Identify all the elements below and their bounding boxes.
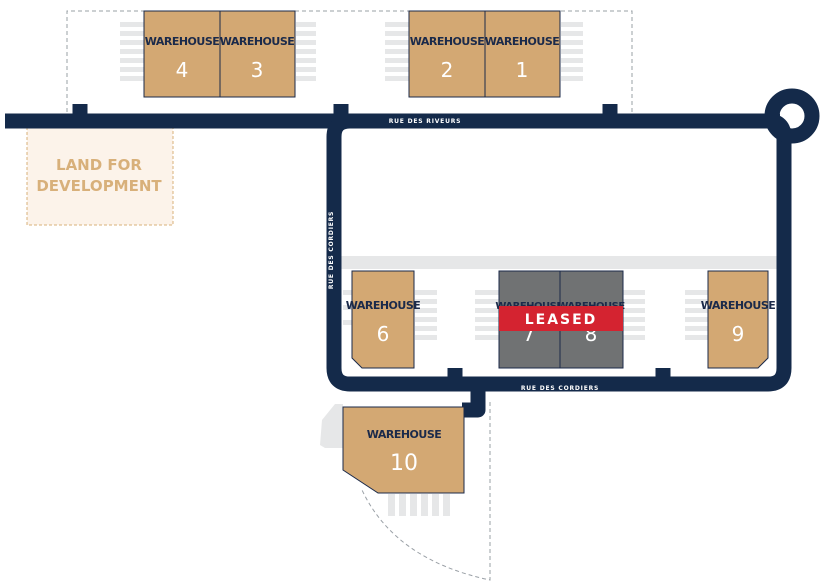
warehouse-10[interactable]: WAREHOUSE 10 [342, 406, 465, 494]
street-label-left: RUE DES CORDIERS [328, 211, 335, 289]
street-label-right: RUE DES CORDIERS [791, 211, 798, 289]
land-for-development[interactable]: LAND FOR DEVELOPMENT [26, 126, 174, 226]
road-cul-de-sac [764, 88, 820, 144]
parking-north-right [385, 22, 583, 81]
street-label-bottom: RUE DES CORDIERS [521, 385, 599, 392]
street-label-top: RUE DES RIVEURS [389, 118, 462, 125]
road-spur-10 [462, 384, 486, 418]
warehouse-1[interactable]: WAREHOUSE 1 [484, 10, 561, 98]
land-parcel [26, 126, 174, 226]
parking-north-left [120, 22, 316, 81]
warehouse-6[interactable]: WAREHOUSE 6 [346, 270, 421, 369]
warehouse-4-label: WAREHOUSE [145, 35, 220, 48]
warehouse-2-label: WAREHOUSE [410, 35, 485, 48]
warehouse-3-number: 3 [251, 58, 264, 82]
warehouse-6-number: 6 [377, 322, 390, 346]
leased-badge: LEASED [499, 306, 623, 331]
warehouse-4-number: 4 [176, 58, 189, 82]
leased-label: LEASED [525, 312, 598, 328]
warehouse-3[interactable]: WAREHOUSE 3 [219, 10, 296, 98]
north-lots-boundary [66, 10, 633, 112]
parking-lot-10 [320, 404, 450, 516]
warehouse-3-label: WAREHOUSE [220, 35, 295, 48]
parking-band-inner [340, 256, 784, 269]
warehouse-2[interactable]: WAREHOUSE 2 [408, 10, 486, 98]
warehouse-10-label: WAREHOUSE [367, 428, 442, 441]
warehouse-1-label: WAREHOUSE [485, 35, 560, 48]
parking-areas [120, 22, 784, 516]
warehouse-10-number: 10 [390, 451, 418, 476]
warehouse-4[interactable]: WAREHOUSE 4 [143, 10, 221, 98]
warehouse-1-number: 1 [516, 58, 529, 82]
land-label-line1: LAND FOR [56, 156, 142, 174]
warehouse-6-label: WAREHOUSE [346, 299, 421, 312]
property-boundaries [66, 10, 633, 581]
roads [5, 88, 820, 418]
warehouse-2-number: 2 [441, 58, 454, 82]
land-label-line2: DEVELOPMENT [36, 177, 162, 195]
parking-inner-lots [343, 290, 709, 340]
warehouse-9-number: 9 [732, 322, 745, 346]
warehouse-9-label: WAREHOUSE [701, 299, 776, 312]
warehouse-9[interactable]: WAREHOUSE 9 [701, 270, 776, 369]
